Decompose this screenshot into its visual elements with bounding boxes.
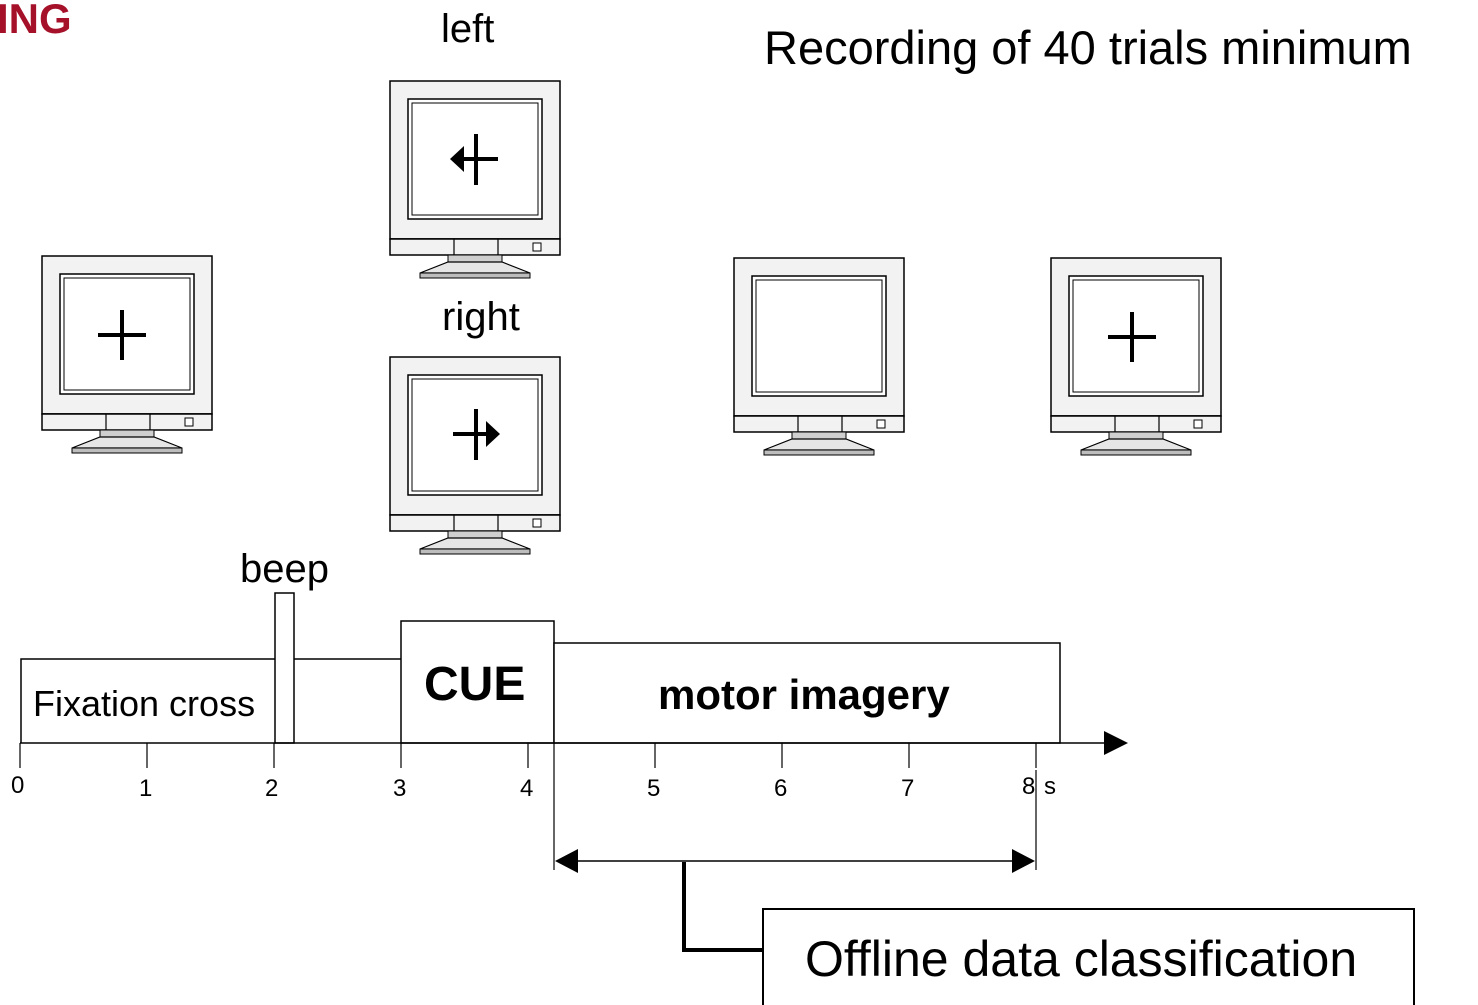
time-axis: 0 1 2 3 4 5 6 7 8 s: [11, 731, 1128, 802]
cross-icon: [1108, 312, 1156, 362]
classification-label: Offline data classification: [805, 931, 1357, 987]
tick-label: 3: [393, 775, 406, 802]
tick-label: 8: [1022, 773, 1035, 800]
cross-left-arrow-icon: [450, 134, 498, 185]
tick-label: 4: [520, 775, 533, 802]
motor-imagery-phase-label: motor imagery: [658, 671, 950, 718]
monitor-end: [1050, 257, 1222, 456]
classification-window: [553, 743, 1037, 952]
tick-label: 1: [139, 775, 152, 802]
tick-label: 5: [647, 775, 660, 802]
fixation-phase-box: [20, 658, 401, 743]
cue-phase-box: [400, 620, 555, 744]
cue-left-label: left: [441, 7, 494, 51]
beep-marker: [274, 592, 295, 744]
monitor-fixation: [41, 255, 213, 454]
classification-box: [762, 908, 1415, 1005]
beep-label: beep: [240, 547, 329, 591]
tick-label: 2: [265, 775, 278, 802]
tick-label: 7: [901, 775, 914, 802]
motor-imagery-phase-box: [553, 642, 1061, 744]
recording-text: Recording of 40 trials minimum: [764, 21, 1412, 74]
cue-right-label: right: [442, 295, 520, 339]
time-unit-label: s: [1044, 773, 1056, 800]
monitor-cue-right: [389, 356, 561, 555]
cross-icon: [98, 310, 146, 360]
monitor-motor-imagery: [733, 257, 905, 456]
cross-right-arrow-icon: [453, 409, 500, 460]
tick-label: 6: [774, 775, 787, 802]
monitor-cue-left: [389, 80, 561, 279]
tick-label: 0: [11, 772, 24, 799]
header-fragment: ING: [0, 0, 72, 42]
cue-phase-label: CUE: [424, 658, 525, 711]
fixation-phase-label: Fixation cross: [33, 683, 255, 724]
